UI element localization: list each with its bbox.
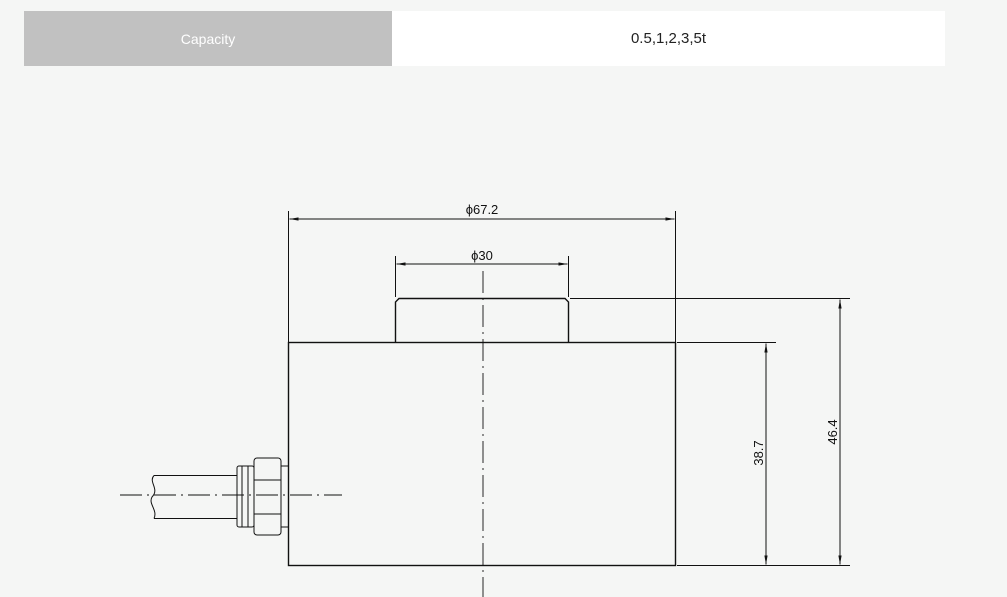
cable-gland (236, 457, 289, 536)
load-button (394, 297, 570, 343)
top-diameter-label: ϕ30 (471, 248, 493, 263)
spec-table-row: Capacity 0.5,1,2,3,5t (24, 11, 945, 66)
sensor-body (287, 341, 677, 567)
body-height-label: 38.7 (751, 440, 766, 465)
spec-value: 0.5,1,2,3,5t (392, 11, 945, 66)
total-height-label: 46.4 (825, 419, 840, 444)
cable (150, 475, 237, 519)
spec-label: Capacity (24, 11, 392, 66)
outer-diameter-label: ϕ67.2 (466, 202, 499, 217)
